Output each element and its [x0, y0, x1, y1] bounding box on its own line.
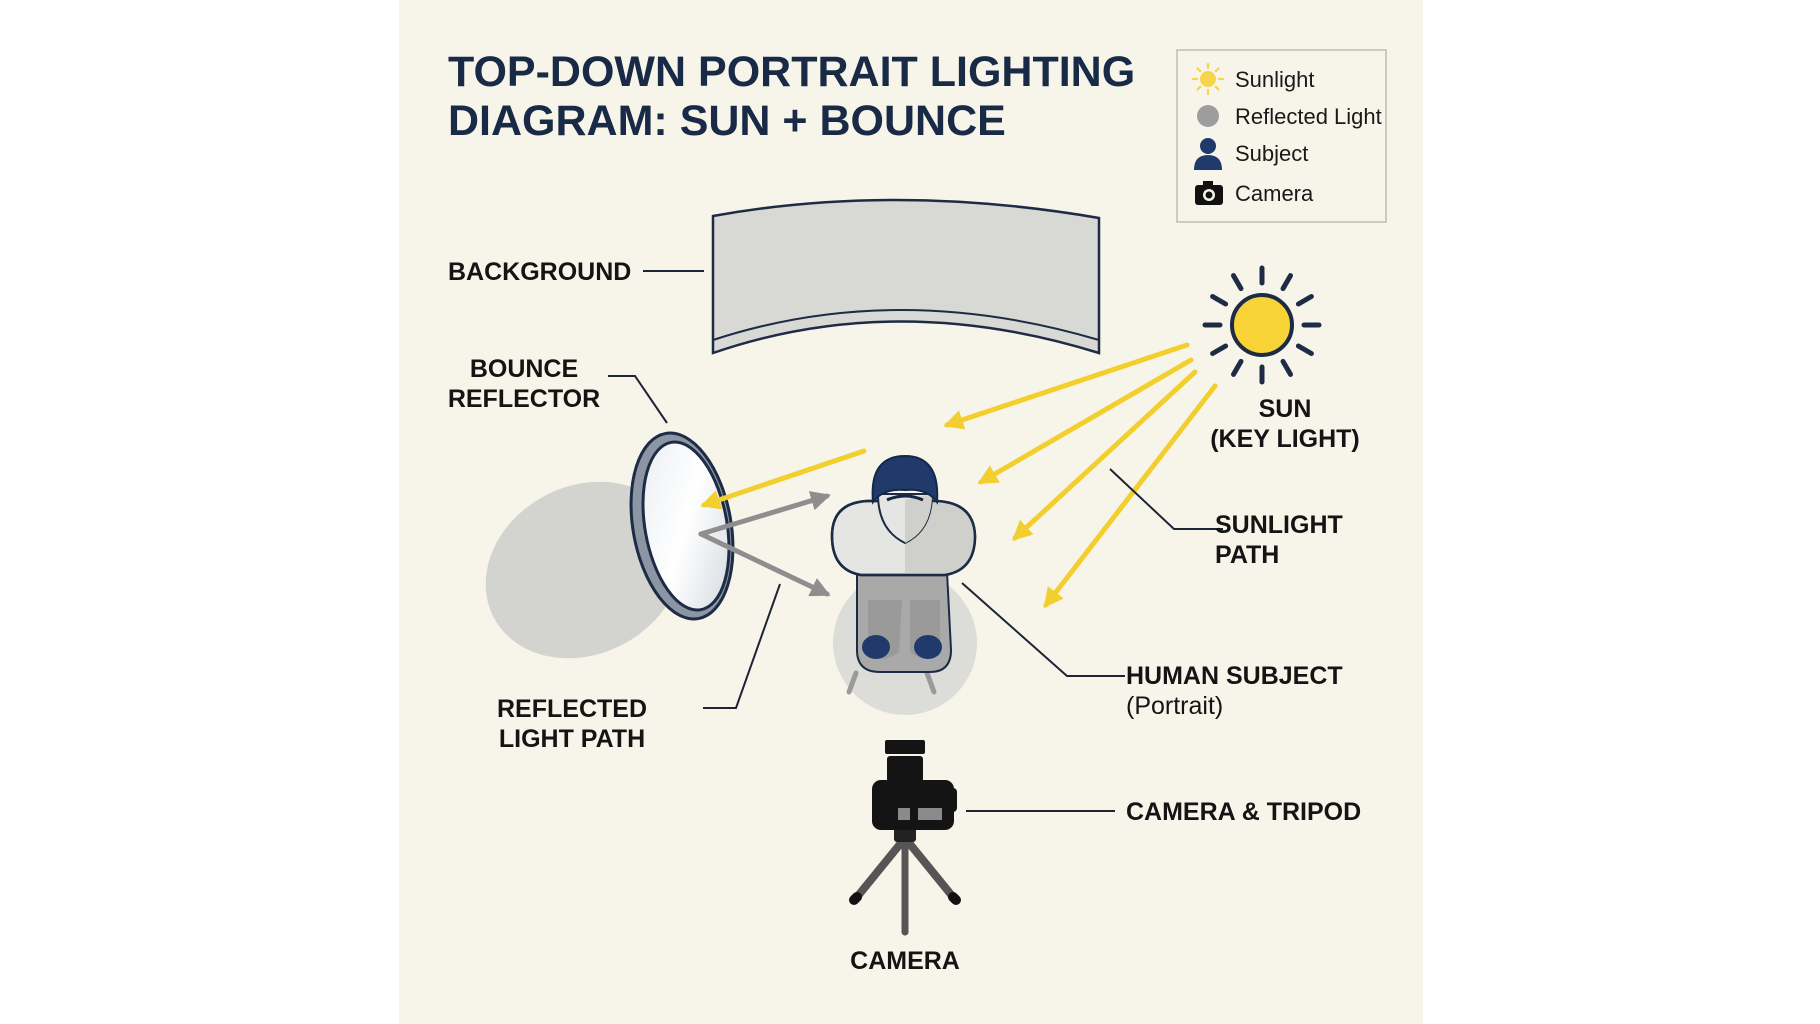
label-sun-line-2: (KEY LIGHT): [1210, 425, 1360, 453]
label-sun-line-1: SUN: [1259, 395, 1312, 423]
reflector-leader-line: [608, 375, 668, 424]
sunlight-ray-3: [1012, 369, 1198, 541]
sunlight-paths: [700, 342, 1218, 609]
label-sunlight-path-line-1: SUNLIGHT: [1215, 511, 1343, 539]
legend-label-sunlight: Sunlight: [1235, 67, 1315, 92]
camera-tripod: [849, 822, 961, 936]
human-subject: [830, 454, 977, 695]
reflected-ray-1: [698, 491, 831, 537]
legend-label-subject: Subject: [1235, 141, 1308, 166]
sunlight-ray-to-reflector: [700, 448, 867, 510]
sunlight-ray-1: [943, 342, 1190, 430]
label-reflected-light-path-line-2: LIGHT PATH: [499, 725, 645, 753]
sun-icon: [1191, 62, 1225, 96]
label-human-subject-sub: (Portrait): [1126, 692, 1223, 720]
reflected-path-leader-line: [703, 583, 781, 709]
diagram-title-line-2: DIAGRAM: SUN + BOUNCE: [448, 97, 1006, 145]
camera-icon: [1195, 181, 1223, 205]
legend-label-reflected-light: Reflected Light: [1235, 104, 1382, 129]
reflected-ray-2: [698, 531, 831, 597]
label-background: BACKGROUND: [448, 258, 631, 286]
sunlight-path-leader-line: [1109, 468, 1223, 530]
diagram-panel: TOP-DOWN PORTRAIT LIGHTING DIAGRAM: SUN …: [399, 0, 1423, 1024]
label-reflected-light-path-line-1: REFLECTED: [497, 695, 647, 723]
legend: Sunlight Reflected Light Subject Camera: [1176, 49, 1387, 223]
diagram-title-line-1: TOP-DOWN PORTRAIT LIGHTING: [448, 48, 1135, 96]
label-sunlight-path-line-2: PATH: [1215, 541, 1279, 569]
legend-label-camera: Camera: [1235, 181, 1314, 206]
sunlight-ray-4: [1043, 383, 1218, 609]
label-bounce-reflector-line-1: BOUNCE: [470, 355, 578, 383]
label-camera-tripod: CAMERA & TRIPOD: [1126, 798, 1361, 826]
sunlight-ray-2: [977, 357, 1194, 485]
bounce-reflector: [629, 431, 735, 621]
lighting-diagram: TOP-DOWN PORTRAIT LIGHTING DIAGRAM: SUN …: [448, 48, 1387, 975]
reflected-light-paths: [698, 491, 831, 597]
camera-body: [872, 740, 957, 830]
label-bounce-reflector-line-2: REFLECTOR: [448, 385, 600, 413]
subject-leader-line: [961, 582, 1125, 677]
label-human-subject: HUMAN SUBJECT: [1126, 662, 1343, 690]
sun: [1202, 265, 1322, 385]
gray-dot-icon: [1197, 105, 1219, 127]
person-icon: [1194, 138, 1222, 170]
label-camera: CAMERA: [850, 947, 960, 975]
background-backdrop: [711, 198, 1101, 355]
